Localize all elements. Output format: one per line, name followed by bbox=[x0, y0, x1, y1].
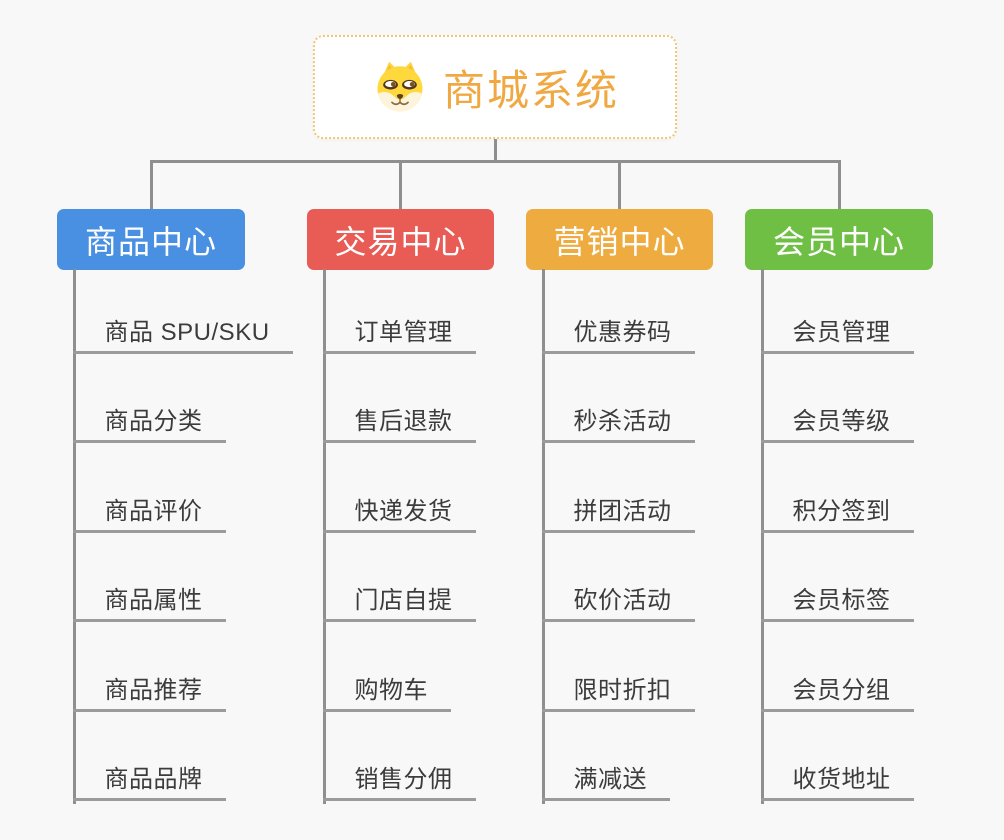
leaf-node[interactable]: 砍价活动 bbox=[541, 587, 695, 622]
connector-drop bbox=[399, 160, 402, 210]
connector-bus bbox=[149, 160, 841, 163]
leaf-node[interactable]: 优惠券码 bbox=[541, 319, 695, 354]
leaf-node[interactable]: 商品品牌 bbox=[72, 766, 226, 801]
root-node[interactable]: 商城系统 bbox=[313, 35, 677, 139]
connector-drop bbox=[149, 160, 153, 210]
branch-trunk bbox=[72, 269, 76, 804]
leaf-node[interactable]: 销售分佣 bbox=[322, 766, 476, 801]
leaf-node[interactable]: 商品属性 bbox=[72, 587, 226, 622]
branch-trunk bbox=[541, 269, 545, 804]
branch-node[interactable]: 会员中心 bbox=[745, 209, 933, 270]
leaf-node[interactable]: 门店自提 bbox=[322, 587, 476, 622]
leaf-node[interactable]: 会员管理 bbox=[760, 319, 914, 354]
leaf-node[interactable]: 限时折扣 bbox=[541, 677, 695, 712]
branch-trunk bbox=[322, 269, 326, 804]
root-title: 商城系统 bbox=[442, 66, 619, 114]
leaf-node[interactable]: 订单管理 bbox=[322, 319, 476, 354]
leaf-node[interactable]: 购物车 bbox=[322, 677, 451, 712]
leaf-node[interactable]: 积分签到 bbox=[760, 498, 914, 533]
leaf-node[interactable]: 收货地址 bbox=[760, 766, 914, 801]
leaf-node[interactable]: 商品 SPU/SKU bbox=[72, 319, 293, 354]
leaf-node[interactable]: 商品评价 bbox=[72, 498, 226, 533]
leaf-node[interactable]: 秒杀活动 bbox=[541, 408, 695, 443]
leaf-node[interactable]: 满减送 bbox=[541, 766, 670, 801]
connector-drop bbox=[618, 160, 621, 210]
branch-node[interactable]: 交易中心 bbox=[307, 209, 494, 270]
leaf-node[interactable]: 拼团活动 bbox=[541, 498, 695, 533]
leaf-node[interactable]: 会员等级 bbox=[760, 408, 914, 443]
leaf-node[interactable]: 售后退款 bbox=[322, 408, 476, 443]
leaf-node[interactable]: 会员标签 bbox=[760, 587, 914, 622]
branch-node[interactable]: 营销中心 bbox=[526, 209, 713, 270]
leaf-node[interactable]: 快递发货 bbox=[322, 498, 476, 533]
connector-drop bbox=[837, 160, 841, 210]
leaf-node[interactable]: 商品推荐 bbox=[72, 677, 226, 712]
branch-trunk bbox=[760, 269, 764, 804]
leaf-node[interactable]: 商品分类 bbox=[72, 408, 226, 443]
branch-node[interactable]: 商品中心 bbox=[57, 209, 245, 270]
dog-face-icon bbox=[371, 60, 429, 114]
leaf-node[interactable]: 会员分组 bbox=[760, 677, 914, 712]
connector-root-stem bbox=[493, 139, 497, 163]
